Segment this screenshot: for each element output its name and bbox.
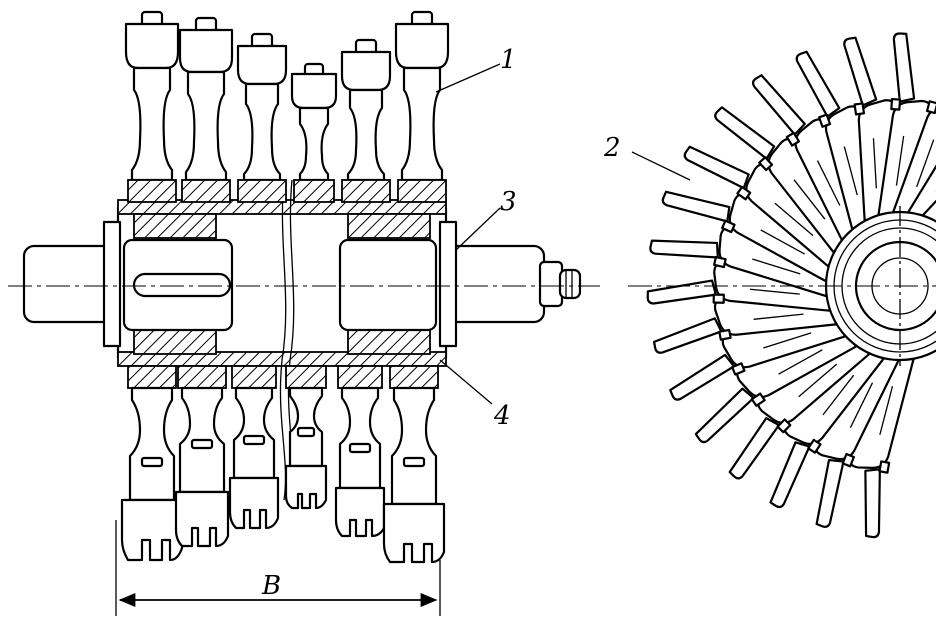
cutter-top-5 (340, 38, 392, 203)
bottom-cutters (120, 365, 446, 564)
top-cutters (124, 10, 450, 203)
cutter-bottom-1 (120, 365, 184, 562)
label-arbor: 3 (500, 187, 517, 217)
cutter-top-6 (394, 10, 450, 203)
cutter-body (102, 179, 458, 501)
cutter-bottom-4 (284, 365, 328, 510)
width-dimension (115, 520, 441, 616)
cutter-top-4 (290, 62, 338, 203)
label-tooth: 2 (603, 133, 621, 163)
cutter-top-2 (178, 16, 234, 203)
cutter-top-1 (124, 10, 180, 203)
end-blade (892, 37, 936, 227)
cutter-bottom-5 (334, 365, 386, 538)
label-width: B (261, 571, 281, 601)
cutter-bottom-2 (174, 365, 230, 548)
cutter-bottom-3 (228, 365, 280, 530)
label-cutter: 1 (500, 45, 517, 75)
label-spacer: 4 (493, 401, 511, 431)
cutter-top-3 (236, 32, 288, 203)
cutter-bottom-6 (382, 365, 446, 564)
side-view (8, 10, 600, 616)
end-blade (813, 340, 900, 528)
